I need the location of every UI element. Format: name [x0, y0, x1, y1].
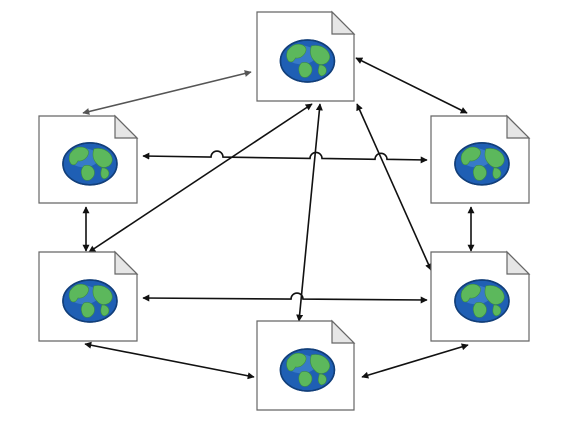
arrow-top-bottom [296, 103, 323, 322]
page-fold [114, 250, 139, 275]
web-document-globe-icon [279, 348, 336, 392]
web-document-globe-icon [454, 279, 510, 323]
documents [38, 10, 531, 411]
arrow-top-lower-left [88, 103, 313, 253]
arrow-upper-left-upper-right [142, 150, 428, 164]
page-fold [114, 114, 139, 139]
connections [82, 57, 475, 380]
arrow-top-upper-left [82, 70, 252, 115]
arrow-top-upper-right [355, 57, 468, 114]
arrow-bottom-lower-right [361, 343, 469, 379]
web-document-globe-icon [62, 142, 118, 186]
arrow-lower-left-bottom [84, 341, 255, 380]
document-upper-right [430, 114, 531, 204]
arrow-lower-left-lower-right [142, 292, 428, 304]
web-document-globe-icon [454, 142, 510, 186]
web-document-globe-icon [279, 39, 336, 83]
document-lower-left [38, 250, 139, 342]
document-lower-right [430, 250, 531, 342]
document-top [256, 10, 356, 102]
page-fold [331, 319, 356, 344]
page-fold [506, 250, 531, 275]
page-fold [331, 10, 356, 35]
document-upper-left [38, 114, 139, 204]
arrow-top-lower-right [356, 103, 432, 271]
document-bottom [256, 319, 356, 411]
page-fold [506, 114, 531, 139]
web-document-globe-icon [62, 279, 118, 323]
